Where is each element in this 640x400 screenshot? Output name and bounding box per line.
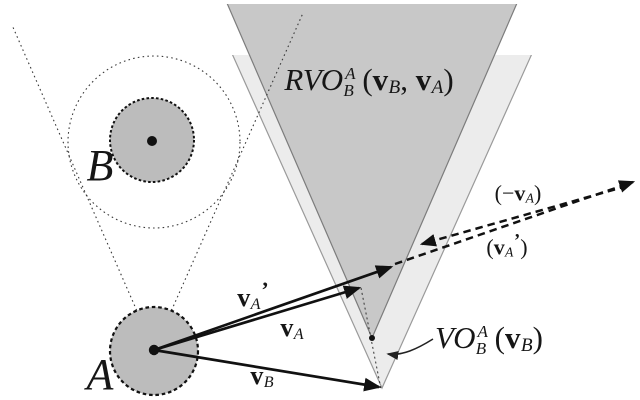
agent-a-center-dot — [148, 344, 160, 356]
va-label: vA — [280, 312, 304, 343]
agent-b-center-dot — [147, 136, 157, 146]
va-prime-vector — [153, 265, 394, 352]
vb-vector — [153, 348, 382, 392]
neg-va-dashed-ray — [419, 184, 628, 247]
collision-cone-right-edge — [153, 12, 304, 351]
rvo-cone — [225, 0, 519, 340]
collision-cone-left-edge — [11, 24, 155, 351]
agent-b-enlarged-circle — [67, 55, 241, 229]
va-prime-paren-label: (vA’) — [486, 230, 528, 260]
vb-label: vB — [250, 360, 274, 391]
va-prime-dashed-ray — [394, 180, 636, 266]
rvo-cone-top-clip — [0, 0, 640, 4]
va-prime-label: vA’ — [237, 276, 269, 314]
rvo-apex-dot — [369, 335, 375, 341]
neg-va-label: (−vA) — [494, 180, 542, 206]
agent-b-label: B — [86, 141, 114, 190]
agent-a-label: A — [86, 350, 114, 399]
va-vector — [153, 285, 362, 352]
vo-label-pointer-arrow — [386, 338, 434, 360]
